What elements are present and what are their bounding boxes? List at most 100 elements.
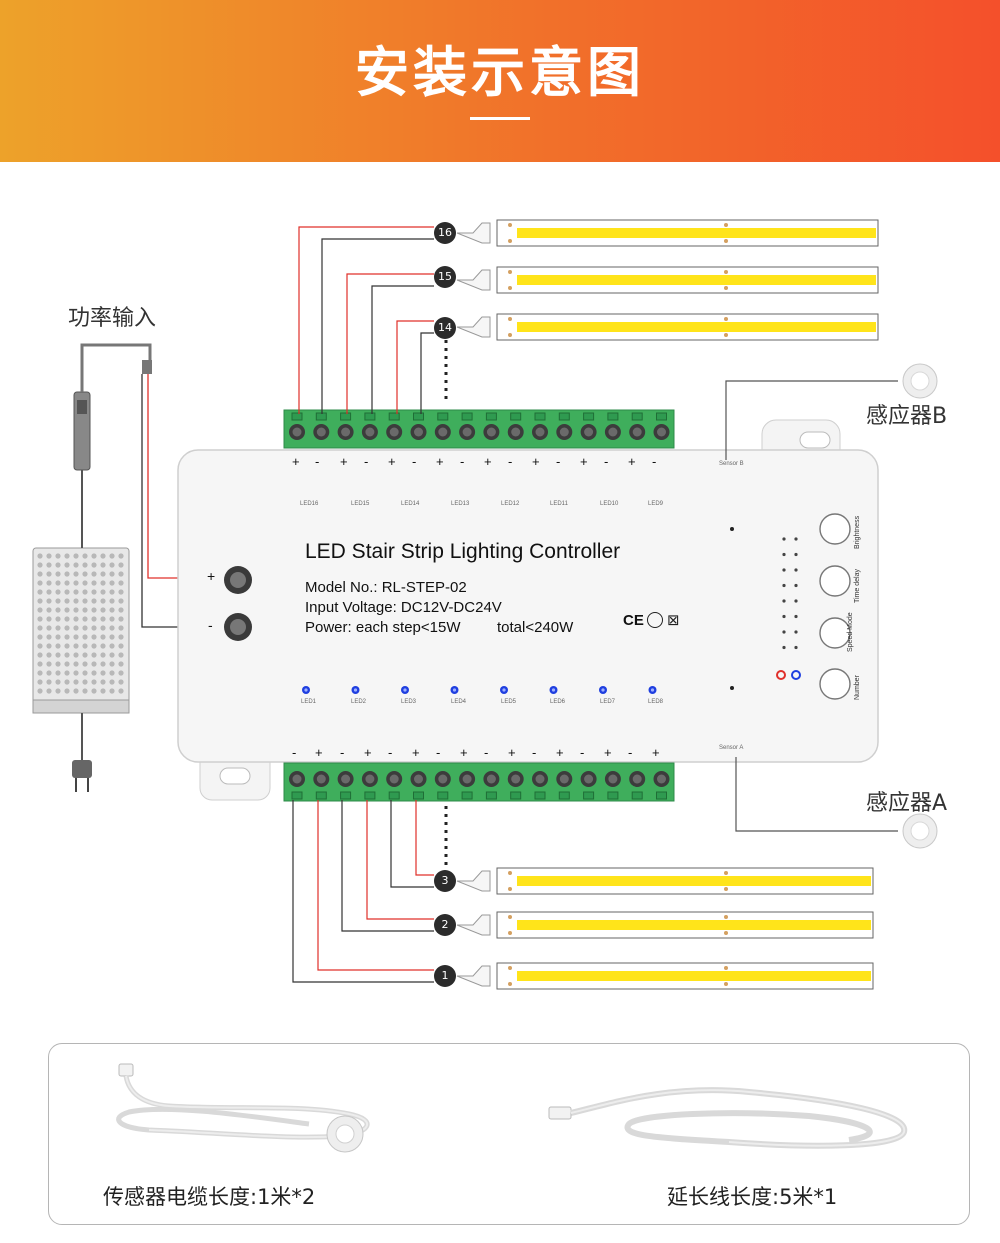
terminal-port <box>534 412 546 421</box>
accessories-panel: 传感器电缆长度:1米*2 延长线长度:5米*1 <box>48 1043 970 1225</box>
strip-connector <box>456 222 491 244</box>
terminal-port <box>558 791 570 800</box>
extension-cable-caption: 延长线长度:5米*1 <box>667 1185 838 1209</box>
strip-pad <box>508 982 512 986</box>
wire-black <box>341 800 434 932</box>
terminal-screw-head <box>657 774 666 784</box>
terminal-block-top <box>283 409 675 449</box>
strip-light <box>517 322 876 332</box>
polarity-bottom: + <box>652 745 660 760</box>
terminal-screw-head <box>657 427 666 437</box>
strip-light <box>517 275 876 285</box>
terminal-screw-head <box>584 427 594 437</box>
terminal-block-bottom <box>283 762 675 802</box>
terminal-screw-head <box>559 427 569 437</box>
strip-pad <box>724 915 728 919</box>
terminal-port <box>656 791 667 800</box>
terminal-port <box>607 412 619 421</box>
terminal-screw-head <box>535 774 545 784</box>
terminal-screw-head <box>292 427 302 437</box>
terminal-port <box>583 412 595 421</box>
strip-pad <box>508 966 512 970</box>
polarity-bottom: - <box>388 745 393 760</box>
led-label: LED8 <box>648 699 664 705</box>
sensor-b-port-label: Sensor B <box>719 461 744 467</box>
terminal-port <box>631 791 643 800</box>
terminal-screw-head <box>316 774 326 784</box>
terminal-screw-head <box>462 774 472 784</box>
polarity-top: + <box>580 454 588 469</box>
terminal-port <box>437 791 449 800</box>
terminal-screw-head <box>414 427 423 437</box>
sensor-cable-caption: 传感器电缆长度:1米*2 <box>103 1185 316 1209</box>
strip-light <box>517 971 871 981</box>
ce-mark: CE <box>623 612 644 629</box>
polarity-top: - <box>460 454 465 469</box>
polarity-top: + <box>436 454 444 469</box>
status-dot <box>782 630 786 634</box>
sensor-a-label: 感应器A <box>866 791 948 816</box>
terminal-port <box>631 412 643 421</box>
strip-pad <box>508 915 512 919</box>
terminal-screw-head <box>341 774 351 784</box>
strip-connector <box>456 269 491 291</box>
control-button <box>819 617 851 649</box>
terminal-port <box>388 412 400 421</box>
terminal-screw-head <box>511 774 521 784</box>
strip-light <box>517 920 871 930</box>
strip-pad <box>508 887 512 891</box>
wire-black <box>292 800 434 983</box>
controller-model: Model No.: RL-STEP-02 <box>305 579 467 596</box>
sensor-b-label: 感应器B <box>866 404 948 429</box>
terminal-port <box>461 412 473 421</box>
strip-badge-1: 1 <box>434 965 456 987</box>
polarity-bottom: - <box>628 745 633 760</box>
indicator-dot-grid <box>782 537 798 650</box>
polarity-bottom: + <box>508 745 516 760</box>
terminal-screw-head <box>316 427 326 437</box>
polarity-top: - <box>556 454 561 469</box>
polarity-bottom: - <box>436 745 441 760</box>
led-label: LED12 <box>501 501 520 507</box>
strip-pad <box>508 931 512 935</box>
channel-indicator-leds <box>302 686 657 694</box>
terminal-port <box>534 791 546 800</box>
polarity-bottom: + <box>364 745 372 760</box>
terminal-screw-head <box>438 774 448 784</box>
terminal-screw-head <box>292 774 302 784</box>
accessory-images <box>116 1063 908 1153</box>
terminal-port <box>291 791 303 800</box>
strip-pad <box>724 966 728 970</box>
led-label: LED11 <box>550 501 568 507</box>
terminal-screw-head <box>632 774 642 784</box>
red-indicator <box>776 670 786 680</box>
wire-red <box>298 226 434 414</box>
blue-led-highlight <box>403 688 407 692</box>
control-buttons <box>819 513 851 700</box>
terminal-port <box>340 791 352 800</box>
wiring-diagram <box>32 219 938 990</box>
strip-light <box>517 228 876 238</box>
status-dot <box>794 568 798 572</box>
terminal-port <box>340 412 352 421</box>
strip-pad <box>724 982 728 986</box>
polarity-bottom: - <box>532 745 537 760</box>
status-dot <box>782 537 786 541</box>
page-title: 安装示意图 <box>355 41 645 104</box>
terminal-screw-head <box>365 427 375 437</box>
polarity-top: - <box>315 454 320 469</box>
terminal-screw-head <box>389 427 399 437</box>
led-label: LED2 <box>351 699 367 705</box>
strip-connector <box>456 870 491 892</box>
polarity-bottom: + <box>315 745 323 760</box>
polarity-bottom: - <box>340 745 345 760</box>
terminal-screw-head <box>438 427 448 437</box>
terminal-port <box>583 791 595 800</box>
strip-badge-2: 2 <box>434 914 456 936</box>
led-label: LED1 <box>301 699 317 705</box>
strip-badge-16: 16 <box>434 222 456 244</box>
terminal-port <box>388 791 400 800</box>
time-delay-label: Time delay <box>854 569 861 603</box>
dc-minus-label: - <box>208 617 213 633</box>
controller-title: LED Stair Strip Lighting Controller <box>305 540 621 563</box>
